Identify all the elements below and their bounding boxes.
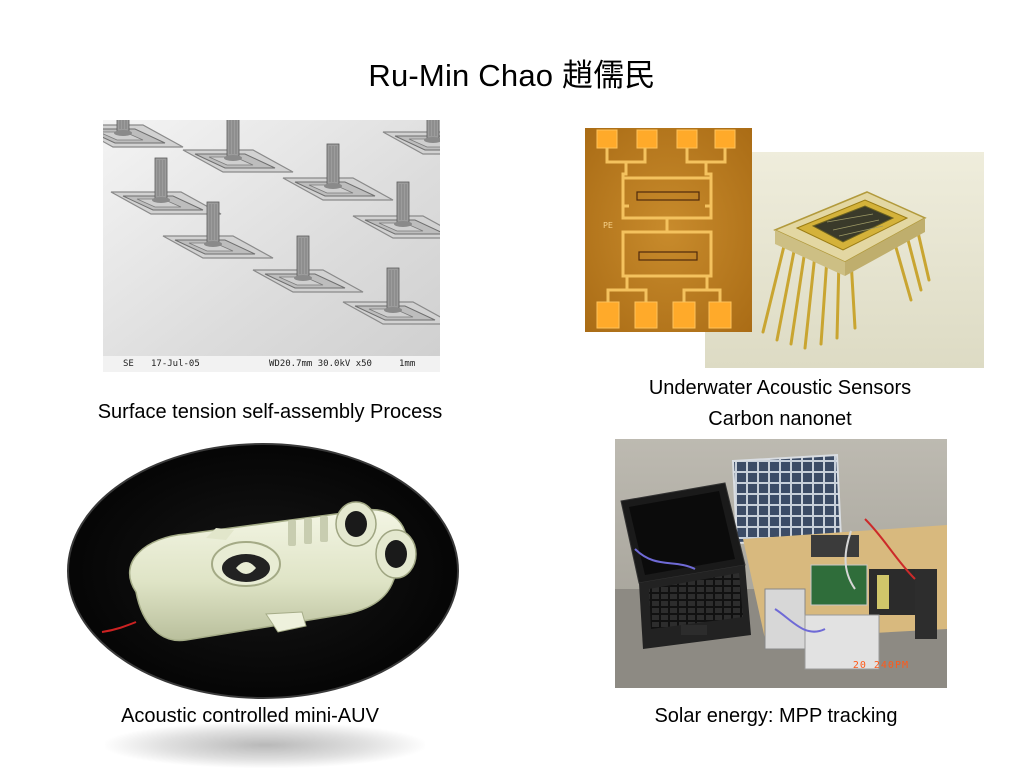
solar-mpp-image: 20 240PM — [615, 439, 947, 688]
self-assembly-caption: Surface tension self-assembly Process — [97, 401, 443, 423]
sensors-caption-line1: Underwater Acoustic Sensors — [648, 377, 912, 399]
camera-date-stamp: 20 240PM — [852, 660, 909, 671]
sem-params: WD20.7mm 30.0kV x50 — [269, 359, 372, 369]
slide-title: Ru-Min Chao 趙儒民 — [368, 58, 656, 93]
sem-label: SE — [123, 359, 134, 369]
sensors-caption-line2: Carbon nanonet — [708, 408, 852, 430]
chip-marking: PE — [603, 221, 613, 230]
sem-self-assembly-image: SE 17-Jul-05 WD20.7mm 30.0kV x50 1mm — [103, 120, 440, 372]
solar-caption: Solar energy: MPP tracking — [654, 705, 898, 727]
sem-info-bar: SE 17-Jul-05 WD20.7mm 30.0kV x50 1mm — [103, 356, 440, 372]
mini-auv-photo — [67, 443, 459, 699]
mini-auv-image — [66, 442, 460, 700]
auv-reflection-shadow — [105, 722, 425, 768]
sensor-chip-micrograph: PE — [585, 128, 752, 332]
sem-micrograph — [103, 120, 440, 372]
sem-date: 17-Jul-05 — [151, 359, 200, 369]
auv-caption: Acoustic controlled mini-AUV — [121, 705, 379, 727]
sensor-chip-image: PE — [585, 128, 752, 332]
sem-scale: 1mm — [399, 359, 416, 369]
solar-setup-photo — [615, 439, 947, 688]
